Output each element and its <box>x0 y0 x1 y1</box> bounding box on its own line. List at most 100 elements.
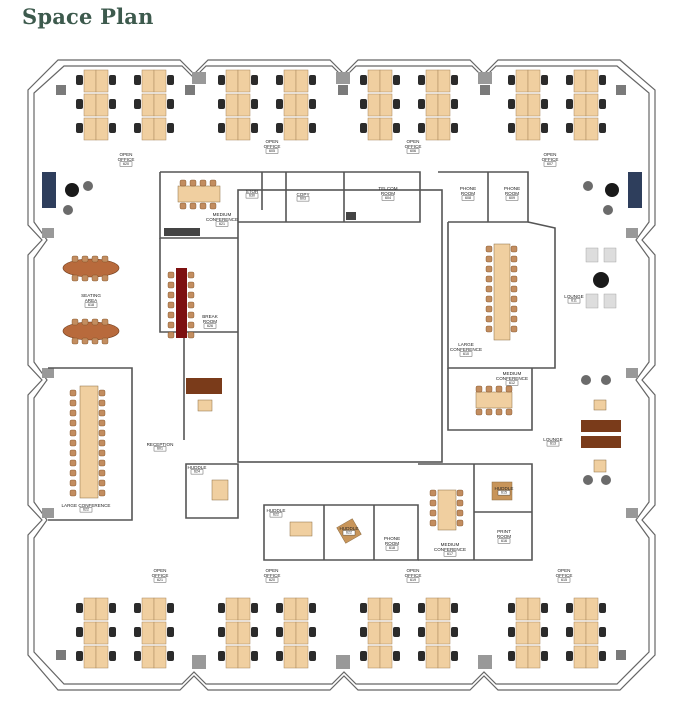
conference-chair <box>429 499 437 507</box>
desk-chair <box>451 99 458 109</box>
desk <box>141 645 155 669</box>
desk <box>237 621 251 645</box>
desk-chair <box>360 75 367 85</box>
desk <box>225 621 239 645</box>
desk-chair <box>218 651 225 661</box>
room-number: 620 <box>269 578 275 582</box>
room-number-box <box>546 441 560 447</box>
desk-chair <box>566 603 573 613</box>
desk-chair <box>276 603 283 613</box>
room-number-box <box>153 577 167 583</box>
workstation-desks <box>83 69 599 669</box>
room-number: 620 <box>123 162 129 166</box>
desk <box>141 93 155 117</box>
conference-chair <box>485 245 493 253</box>
lounge-chair <box>581 375 591 385</box>
desk-chair <box>541 603 548 613</box>
desk-chair <box>218 603 225 613</box>
desk <box>153 93 167 117</box>
conference-chair <box>510 245 518 253</box>
desk-chair <box>76 651 83 661</box>
room-number: 622 <box>83 508 89 512</box>
desk-chair <box>76 123 83 133</box>
desk <box>379 621 393 645</box>
desk <box>283 597 297 621</box>
desk-chair <box>218 627 225 637</box>
room-name: OFFICE <box>264 144 281 149</box>
room-name: TELCOM <box>378 186 397 191</box>
conference-chair <box>167 301 175 309</box>
conference-chair <box>69 449 77 457</box>
conference-chair <box>429 509 437 517</box>
desk-chair <box>508 627 515 637</box>
room-name: OFFICE <box>405 144 422 149</box>
room-number: 604 <box>385 196 391 200</box>
desk <box>367 69 381 93</box>
desk-chair <box>360 123 367 133</box>
room-name: CONFERENCE <box>450 347 482 352</box>
desk <box>527 621 541 645</box>
desk <box>367 645 381 669</box>
conference-furniture <box>42 172 642 544</box>
desk-chair <box>451 123 458 133</box>
page-title: Space Plan <box>22 4 154 29</box>
room-name: MEDIUM <box>441 542 460 547</box>
desk <box>573 621 587 645</box>
desk-chair <box>309 651 316 661</box>
desk <box>425 621 439 645</box>
desk-chair <box>251 627 258 637</box>
conference-chair <box>91 337 99 345</box>
desk <box>225 69 239 93</box>
room-number-box <box>342 530 356 536</box>
conference-chair <box>510 295 518 303</box>
desk <box>153 621 167 645</box>
desk-chair <box>599 123 606 133</box>
desk <box>527 597 541 621</box>
desk-chair <box>418 627 425 637</box>
room-number-box <box>245 193 259 199</box>
desk-chair <box>251 651 258 661</box>
conference-chair <box>510 255 518 263</box>
desk-chair <box>566 627 573 637</box>
desk-chair <box>109 603 116 613</box>
desk <box>437 117 451 141</box>
desk <box>283 117 297 141</box>
room-number: 619 <box>410 578 416 582</box>
desk <box>153 117 167 141</box>
conference-chair <box>98 389 106 397</box>
room-number-box <box>543 161 557 167</box>
conference-chair <box>98 399 106 407</box>
conference-chair <box>91 255 99 263</box>
desk <box>379 69 393 93</box>
desk <box>283 645 297 669</box>
room-name: OPEN <box>119 152 132 157</box>
building-shell <box>27 59 656 691</box>
desk <box>283 621 297 645</box>
desk <box>141 597 155 621</box>
conference-chair <box>69 419 77 427</box>
desk <box>573 597 587 621</box>
desk-chair <box>109 99 116 109</box>
desk <box>573 645 587 669</box>
room-number-box <box>265 148 279 154</box>
desk <box>585 69 599 93</box>
room-number: 615 <box>561 578 567 582</box>
desk-chair <box>599 627 606 637</box>
desk-chair <box>360 651 367 661</box>
room-name: PHONE <box>504 186 520 191</box>
room-number-box <box>461 195 475 201</box>
conference-chair <box>71 318 79 326</box>
room-name: AREA <box>85 298 98 303</box>
desk-chair <box>418 123 425 133</box>
desk-chair <box>167 75 174 85</box>
desk-chair <box>134 603 141 613</box>
room-number-box <box>203 323 217 329</box>
